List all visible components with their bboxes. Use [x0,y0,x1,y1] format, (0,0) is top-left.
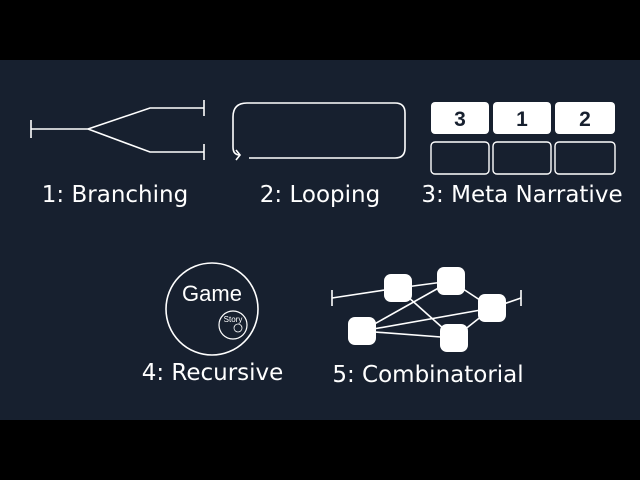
loop-arrowhead [235,149,242,161]
meta-card-number-3: 2 [579,108,591,131]
story-text: Story [224,315,243,324]
meta-card-number-1: 3 [454,108,466,131]
comb-edge-ec [361,307,493,332]
combinatorial-diagram [331,267,522,352]
meta-narrative-diagram: 3 1 2 [430,102,616,175]
meta-card-bottom-1 [430,141,490,175]
branching-upper-path [87,107,204,130]
meta-card-bottom-2 [492,141,552,175]
nested-game-circle [233,323,243,333]
game-circle [165,262,259,356]
meta-card-top-1 [431,102,489,134]
game-text: Game [182,281,242,306]
story-circle [218,310,248,340]
comb-node-b [437,267,465,295]
looping-label: 2: Looping [259,182,381,208]
comb-node-a [384,274,412,302]
meta-card-number-2: 1 [516,108,528,131]
meta-card-top-2 [493,102,551,134]
looping-diagram [232,102,406,161]
comb-node-c [478,294,506,322]
recursive-label: 4: Recursive [141,360,284,386]
meta-card-top-3 [555,102,615,134]
meta-card-bottom-3 [554,141,616,175]
meta-narrative-label: 3: Meta Narrative [421,182,623,208]
recursive-diagram: Game Story [165,262,259,356]
comb-edge-ed [361,330,455,339]
comb-node-e [348,317,376,345]
branching-label: 1: Branching [41,182,189,208]
comb-edge-be [361,280,452,332]
loop-path [232,102,406,159]
combinatorial-label: 5: Combinatorial [332,362,524,388]
diagram-panel: 3 1 2 Game Story [0,60,640,420]
comb-node-d [440,324,468,352]
diagrams-canvas: 3 1 2 Game Story [30,100,616,356]
branching-lower-path [87,128,204,153]
branching-diagram [30,100,205,160]
